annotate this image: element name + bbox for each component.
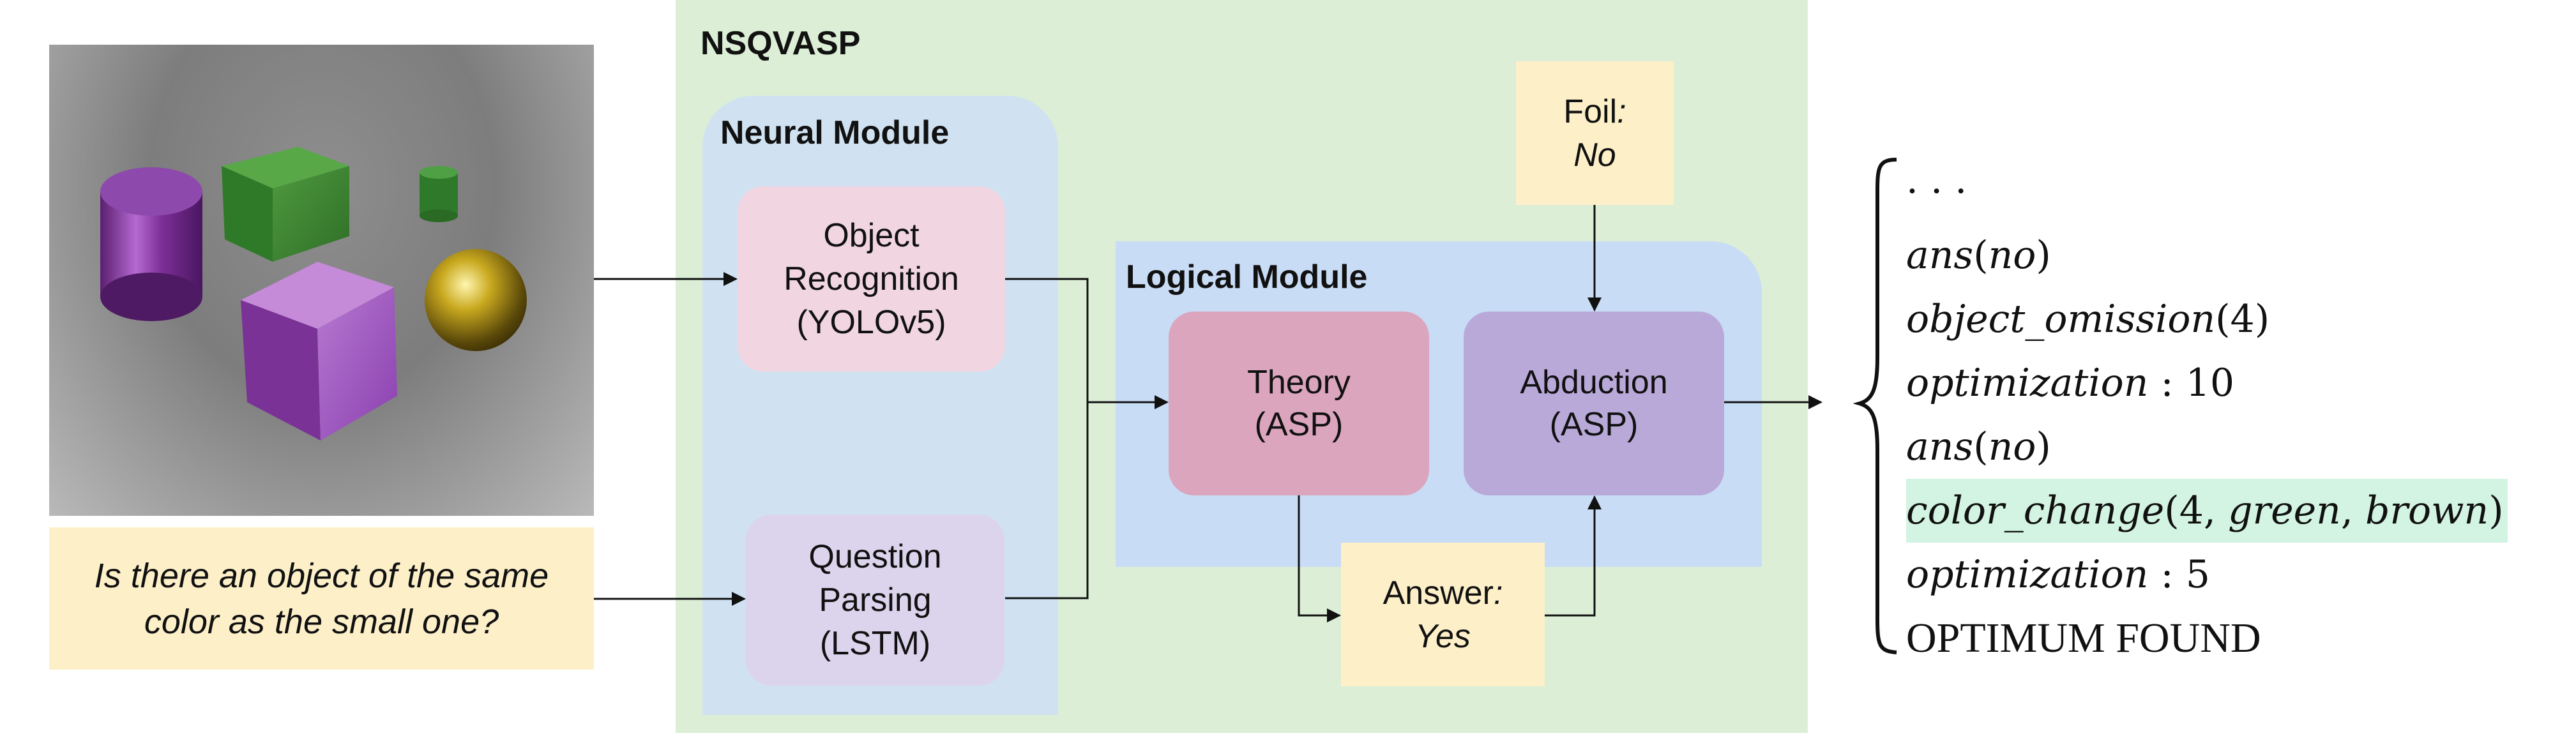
foil-colon: :	[1617, 93, 1626, 130]
theory-node: Theory (ASP)	[1169, 312, 1429, 495]
answer-label: Answer	[1383, 574, 1494, 612]
small-green-cylinder	[420, 166, 458, 222]
foil-label: Foil	[1563, 93, 1618, 130]
abduction-node: Abduction (ASP)	[1464, 312, 1724, 495]
output-line-5-highlighted: color_change(4, green, brown)	[1906, 479, 2508, 543]
arrow-answer-to-abduction	[1545, 495, 1602, 617]
object-recognition-node: Object Recognition (YOLOv5)	[738, 186, 1005, 372]
output-line-4: ans(no)	[1906, 425, 2051, 469]
answer-colon: :	[1493, 574, 1503, 612]
output-ellipsis: · · ·	[1906, 169, 1967, 214]
neural-module-title: Neural Module	[720, 114, 950, 151]
answer-value: Yes	[1415, 617, 1471, 655]
nsqvasp-title: NSQVASP	[701, 25, 861, 62]
object-recognition-line1: Object	[823, 217, 920, 254]
foil-value: No	[1573, 136, 1616, 174]
object-recognition-line2: Recognition	[784, 260, 959, 297]
theory-line2: (ASP)	[1254, 406, 1344, 443]
theory-line1: Theory	[1247, 364, 1351, 401]
output-line-2: object_omission(4)	[1906, 297, 2270, 342]
arrow-recognition-merge	[1005, 278, 1089, 599]
scene-image	[49, 45, 594, 516]
purple-cube	[241, 262, 397, 441]
output-line-1: ans(no)	[1906, 233, 2051, 278]
output-line-6: optimization : 5	[1906, 552, 2210, 597]
foil-note: Foil: No	[1516, 61, 1674, 205]
logical-module-title: Logical Module	[1126, 259, 1368, 296]
question-box: Is there an object of the same color as …	[49, 527, 594, 670]
gold-sphere	[425, 249, 527, 351]
abduction-line1: Abduction	[1520, 364, 1668, 401]
question-parsing-line3: (LSTM)	[819, 625, 931, 662]
output-brace	[1852, 158, 1897, 654]
green-cube	[222, 147, 349, 262]
question-parsing-line2: Parsing	[819, 582, 932, 619]
highlighted-solution: color_change(4, green, brown)	[1906, 479, 2508, 543]
question-text: Is there an object of the same color as …	[94, 556, 549, 641]
abduction-line2: (ASP)	[1549, 406, 1639, 443]
question-parsing-node: Question Parsing (LSTM)	[746, 515, 1004, 686]
output-line-7: OPTIMUM FOUND	[1906, 615, 2261, 661]
purple-cylinder	[100, 167, 202, 321]
question-parsing-line1: Question	[808, 538, 942, 575]
answer-note: Answer: Yes	[1341, 543, 1545, 686]
abduction-output: · · · ans(no) object_omission(4) optimiz…	[1906, 160, 2508, 670]
object-recognition-line3: (YOLOv5)	[796, 304, 946, 341]
arrow-theory-to-answer	[1298, 495, 1341, 622]
output-line-3: optimization : 10	[1906, 361, 2235, 405]
